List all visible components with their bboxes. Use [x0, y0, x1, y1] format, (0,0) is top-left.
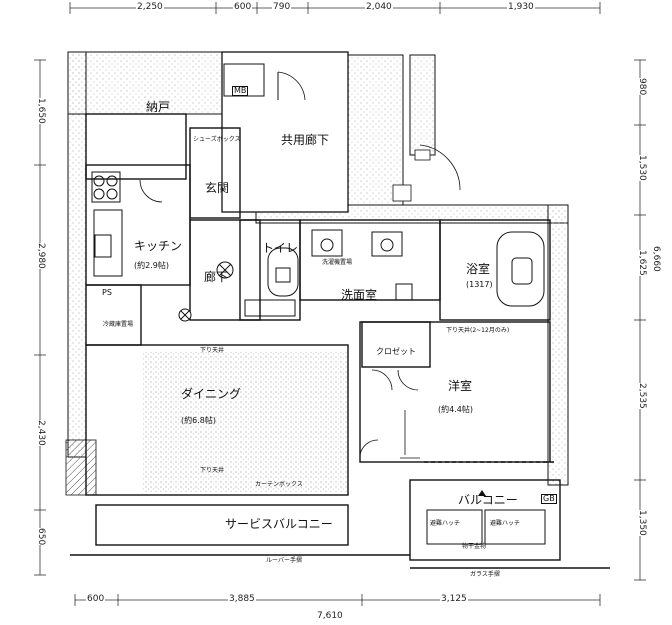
dim-left-3: 2,430: [35, 420, 46, 446]
dim-right-2: 1,530: [636, 155, 647, 181]
dim-right-1: 980: [636, 78, 647, 96]
mb-label: MB: [232, 86, 249, 96]
room-western: 洋室: [448, 379, 473, 393]
dim-right-3: 1,625: [636, 250, 647, 276]
shoebox-label: シューズボックス: [193, 136, 241, 143]
dim-bottom-1: 600: [86, 594, 106, 604]
closet-label: クロゼット: [376, 347, 416, 356]
dim-top-3: 790: [272, 2, 292, 12]
room-dining: ダイニング: [181, 387, 242, 401]
gb-label: GB: [541, 494, 557, 504]
doors: [139, 179, 420, 459]
balcony-edges: [70, 461, 610, 569]
dim-top-2: 600: [233, 2, 253, 12]
kitchen-size: (約2.9帖): [134, 261, 169, 270]
ps-label: PS: [102, 288, 112, 297]
drop-ceiling-period: 下り天井(2~12月のみ): [446, 327, 510, 334]
fridge-label: 冷蔵庫置場: [103, 321, 134, 328]
dim-bottom-3: 3,125: [440, 594, 468, 604]
room-common-corridor: 共用廊下: [281, 133, 330, 147]
washer-label: 洗濯機置場: [322, 259, 353, 266]
dim-left-2: 2,980: [35, 243, 46, 269]
western-size: (約4.4帖): [438, 405, 473, 414]
glass-label: ガラス手摺: [470, 571, 500, 578]
curtain-box-label: カーテンボックス: [255, 481, 303, 488]
drop-ceiling-dining-top: 下り天井: [200, 347, 225, 354]
dim-top-1: 2,250: [136, 2, 164, 12]
room-washroom: 洗面室: [341, 288, 378, 302]
dim-bottom-2: 3,885: [228, 594, 256, 604]
evac-hatch-right: 避難ハッチ: [490, 520, 521, 527]
dim-total-width: 7,610: [316, 611, 344, 621]
dim-top-4: 2,040: [365, 2, 393, 12]
evac-hatch-left: 避難ハッチ: [430, 520, 461, 527]
dining-floor: [142, 352, 347, 492]
walls: [65, 51, 569, 496]
common-corridor: [221, 51, 461, 213]
room-storage: 納戸: [146, 100, 171, 114]
dim-left-1: 1,650: [35, 98, 46, 124]
lock-label: 物干金物: [462, 543, 487, 550]
room-balcony: バルコニー: [458, 493, 518, 507]
dim-left-4: 650: [35, 528, 46, 546]
fixtures: [91, 171, 546, 545]
bath-size: (1317): [466, 280, 493, 289]
dining-size: (約6.8帖): [181, 416, 216, 425]
room-hall: 廊下: [204, 270, 229, 284]
room-entrance: 玄関: [205, 181, 230, 195]
room-service-balcony: サービスバルコニー: [225, 517, 333, 531]
dim-right-4: 6,660: [650, 246, 661, 272]
interior-rooms: [85, 113, 561, 561]
room-toilet: トイレ: [262, 241, 299, 255]
dim-right-5: 2,535: [636, 383, 647, 409]
drop-ceiling-dining-bottom: 下り天井: [200, 467, 225, 474]
dim-top-5: 1,930: [507, 2, 535, 12]
louver-label: ルーバー手摺: [266, 557, 302, 564]
balcony-arrow: [478, 490, 486, 496]
room-kitchen: キッチン: [134, 239, 183, 253]
dim-right-6: 1,350: [636, 510, 647, 536]
room-bath: 浴室: [466, 262, 491, 276]
